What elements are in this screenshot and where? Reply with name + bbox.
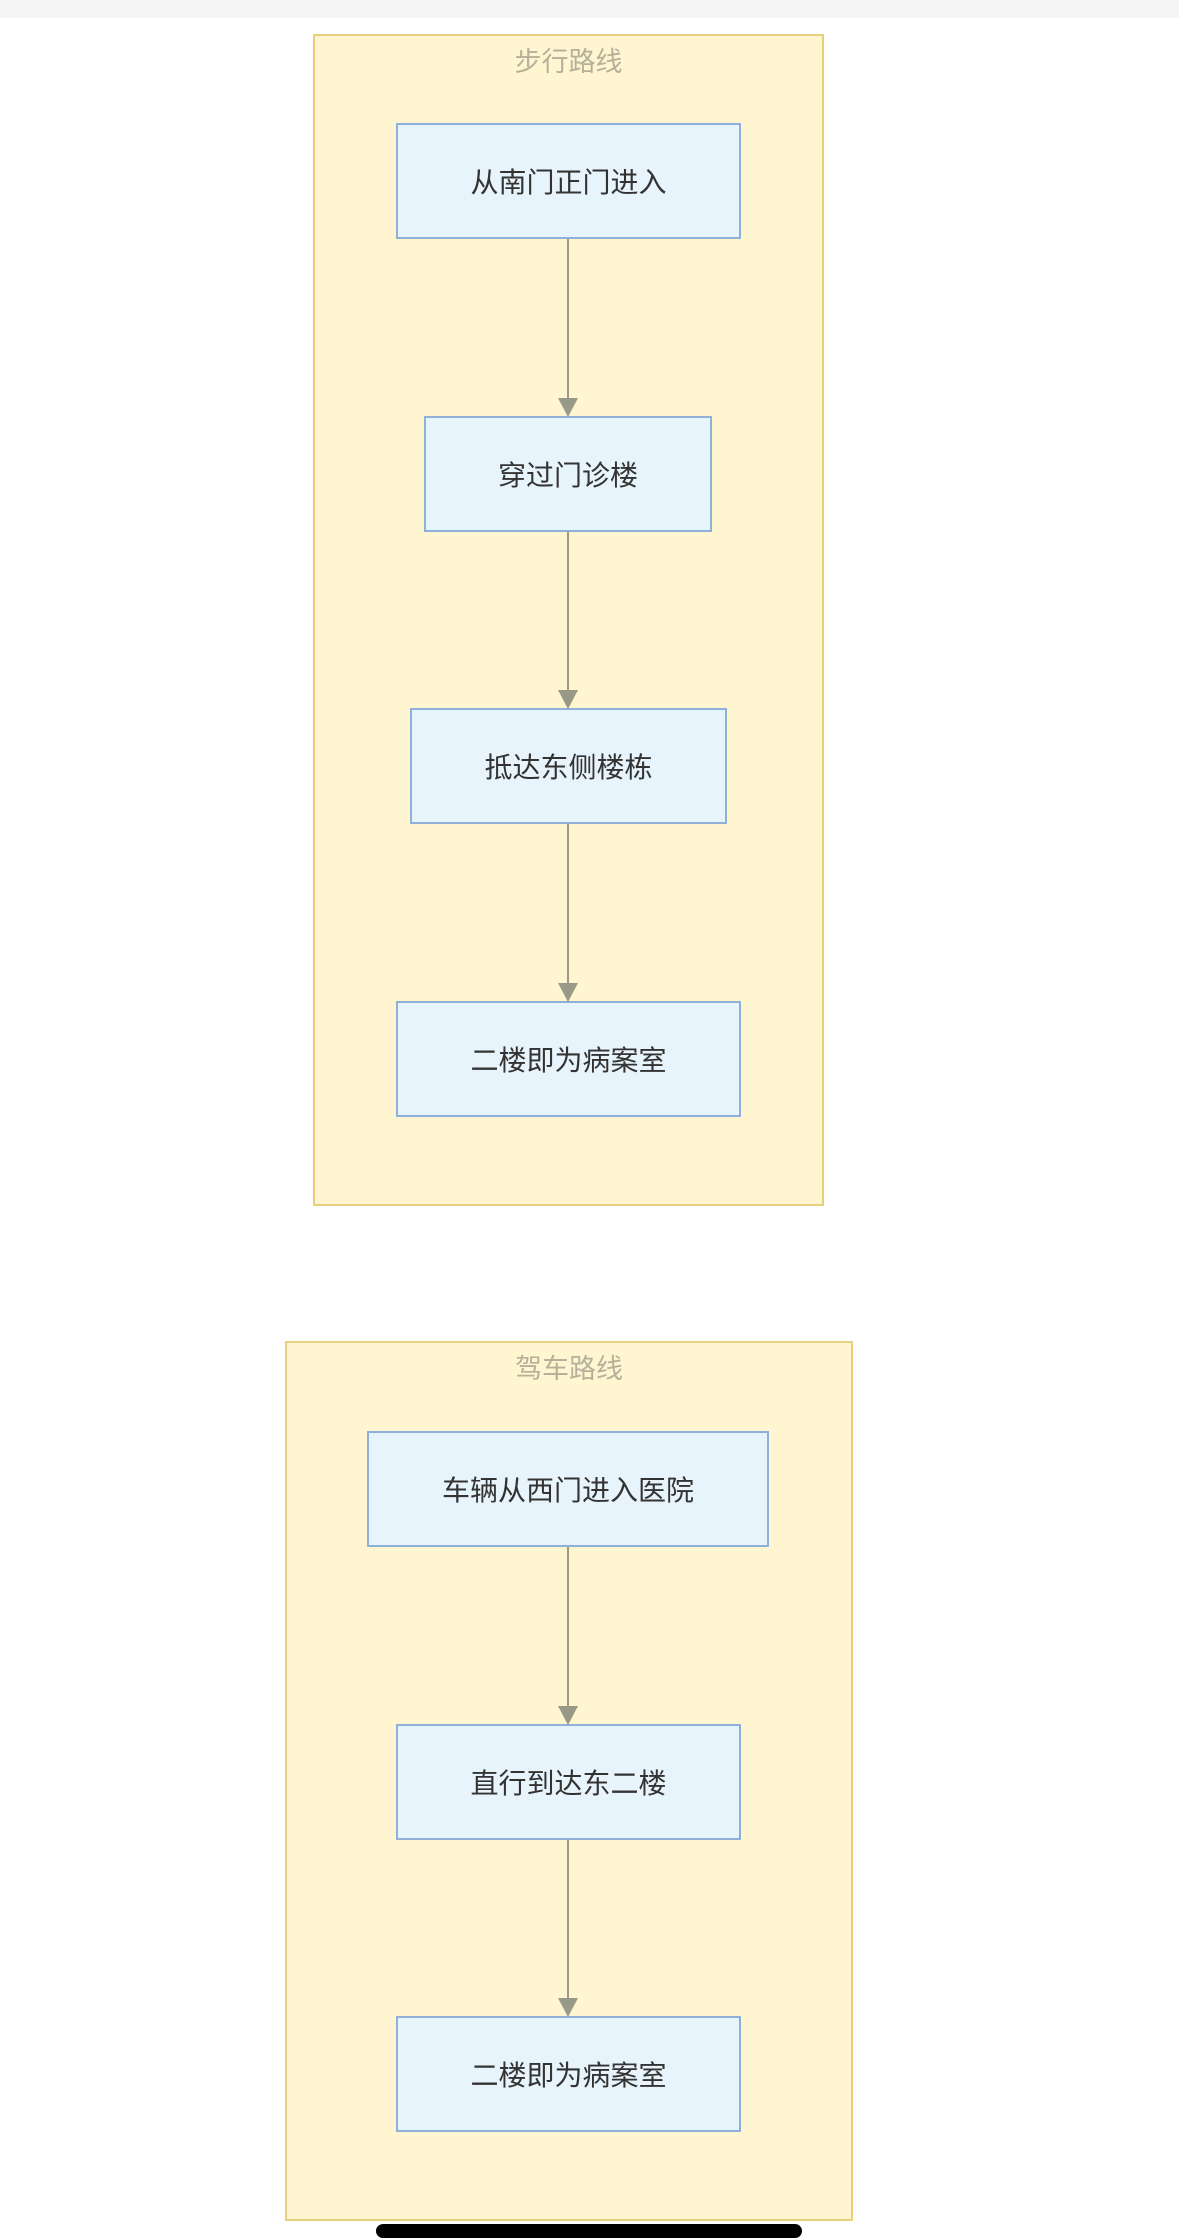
arrowhead-drive-2 [558, 1998, 578, 2017]
home-indicator[interactable] [376, 2224, 802, 2238]
arrowhead-walk-2 [558, 690, 578, 709]
walking-route-title: 步行路线 [514, 47, 623, 78]
driving-route-title: 驾车路线 [515, 1354, 623, 1385]
walk-step-records-room: 二楼即为病案室 [396, 1001, 741, 1117]
drive-step-records-room: 二楼即为病案室 [396, 2016, 741, 2132]
drive-step-east-two-building: 直行到达东二楼 [396, 1724, 741, 1840]
arrowhead-drive-1 [558, 1706, 578, 1725]
walk-step-east-building: 抵达东侧楼栋 [410, 708, 727, 824]
top-status-strip [0, 0, 1179, 18]
drive-step-west-gate: 车辆从西门进入医院 [367, 1431, 769, 1547]
walk-step-south-gate: 从南门正门进入 [396, 123, 741, 239]
arrowhead-walk-3 [558, 983, 578, 1002]
arrowhead-walk-1 [558, 398, 578, 417]
walk-step-outpatient-building: 穿过门诊楼 [424, 416, 712, 532]
